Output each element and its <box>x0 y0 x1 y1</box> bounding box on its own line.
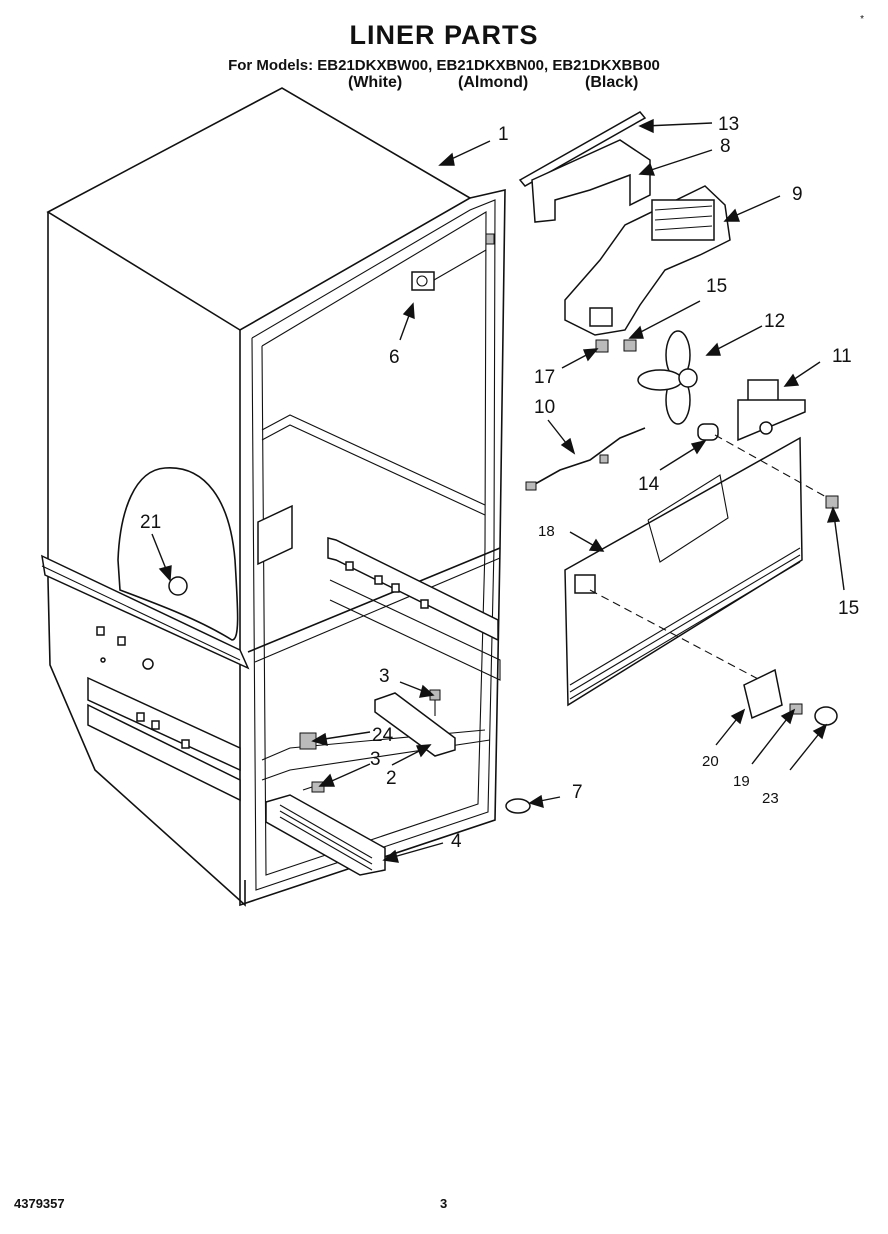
callout-14: 14 <box>638 474 660 495</box>
part-21-drain-icon <box>168 576 188 596</box>
corner-mark: * <box>860 14 864 25</box>
part-8-bracket <box>531 139 651 223</box>
callout-2: 2 <box>386 768 397 789</box>
part-6-icon <box>411 271 435 291</box>
part-12-fan <box>637 330 698 425</box>
callout-19: 19 <box>733 773 750 790</box>
models-line: For Models: EB21DKXBW00, EB21DKXBN00, EB… <box>228 57 660 74</box>
callout-1: 1 <box>498 124 509 145</box>
part-13-strip <box>518 111 647 187</box>
page-title: LINER PARTS <box>349 20 539 50</box>
callout-15-upper: 15 <box>706 276 727 297</box>
part-number: 4379357 <box>14 1196 65 1211</box>
callout-10: 10 <box>534 397 555 418</box>
callout-7: 7 <box>572 782 583 803</box>
part-18-panel <box>564 436 803 707</box>
cabinet-liner <box>41 87 506 907</box>
callout-11: 11 <box>832 346 852 367</box>
part-20-plate <box>743 668 783 720</box>
part-23-cap <box>814 706 838 726</box>
part-7-plug <box>505 798 531 814</box>
callout-21: 21 <box>140 512 161 533</box>
callout-17: 17 <box>534 367 555 388</box>
page-number: 3 <box>440 1196 448 1211</box>
callout-3-upper: 3 <box>379 666 390 687</box>
part-9-duct <box>564 185 731 336</box>
callout-3-lower: 3 <box>370 749 381 770</box>
callout-4: 4 <box>451 831 462 852</box>
callout-15-right: 15 <box>838 598 859 619</box>
callout-12: 12 <box>764 311 785 332</box>
callout-20: 20 <box>702 753 719 770</box>
callout-13: 13 <box>718 114 739 135</box>
callout-6: 6 <box>389 347 400 368</box>
callout-8: 8 <box>720 136 731 157</box>
callout-18: 18 <box>538 523 555 540</box>
callout-23: 23 <box>762 790 779 807</box>
color-white: (White) <box>348 74 403 91</box>
part-14-grommet <box>697 423 719 441</box>
color-almond: (Almond) <box>458 74 529 91</box>
callout-24: 24 <box>372 725 394 746</box>
part-4-grille <box>265 794 386 876</box>
part-11-bracket <box>737 379 806 442</box>
color-black: (Black) <box>585 74 639 91</box>
callout-9: 9 <box>792 184 803 205</box>
part-10-harness <box>527 427 646 489</box>
